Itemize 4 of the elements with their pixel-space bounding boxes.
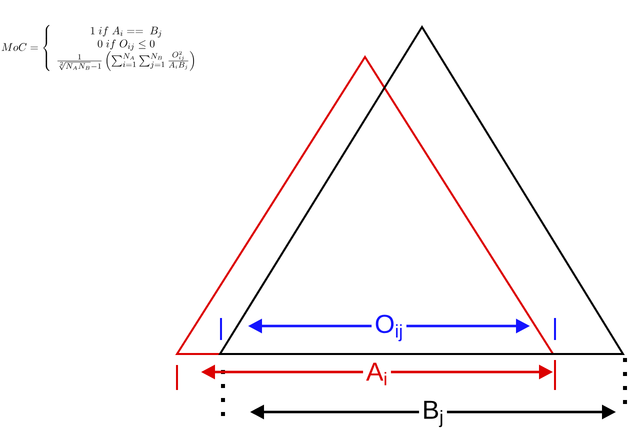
dimension-label: O$_{ij}$	[372, 312, 406, 344]
formula: $MoC = \left\{\begin{array}{c} 1\ if\ A_i == \ B_j \\ 0\ if\ O_{ij} \le 0 \\ \frac{1}{\sqrt[2]{N_A N_B}-1}\left(\sum_{i=1}^{N_A}\sum_{j=1}^{N_B}\frac{O_{ij}^2}{A_i B_j}\right) \end{array}\right.$	[2, 25, 194, 71]
dimension-label: A$_{i}$	[363, 360, 391, 388]
dimension-label: B$_{j}$	[419, 398, 447, 430]
